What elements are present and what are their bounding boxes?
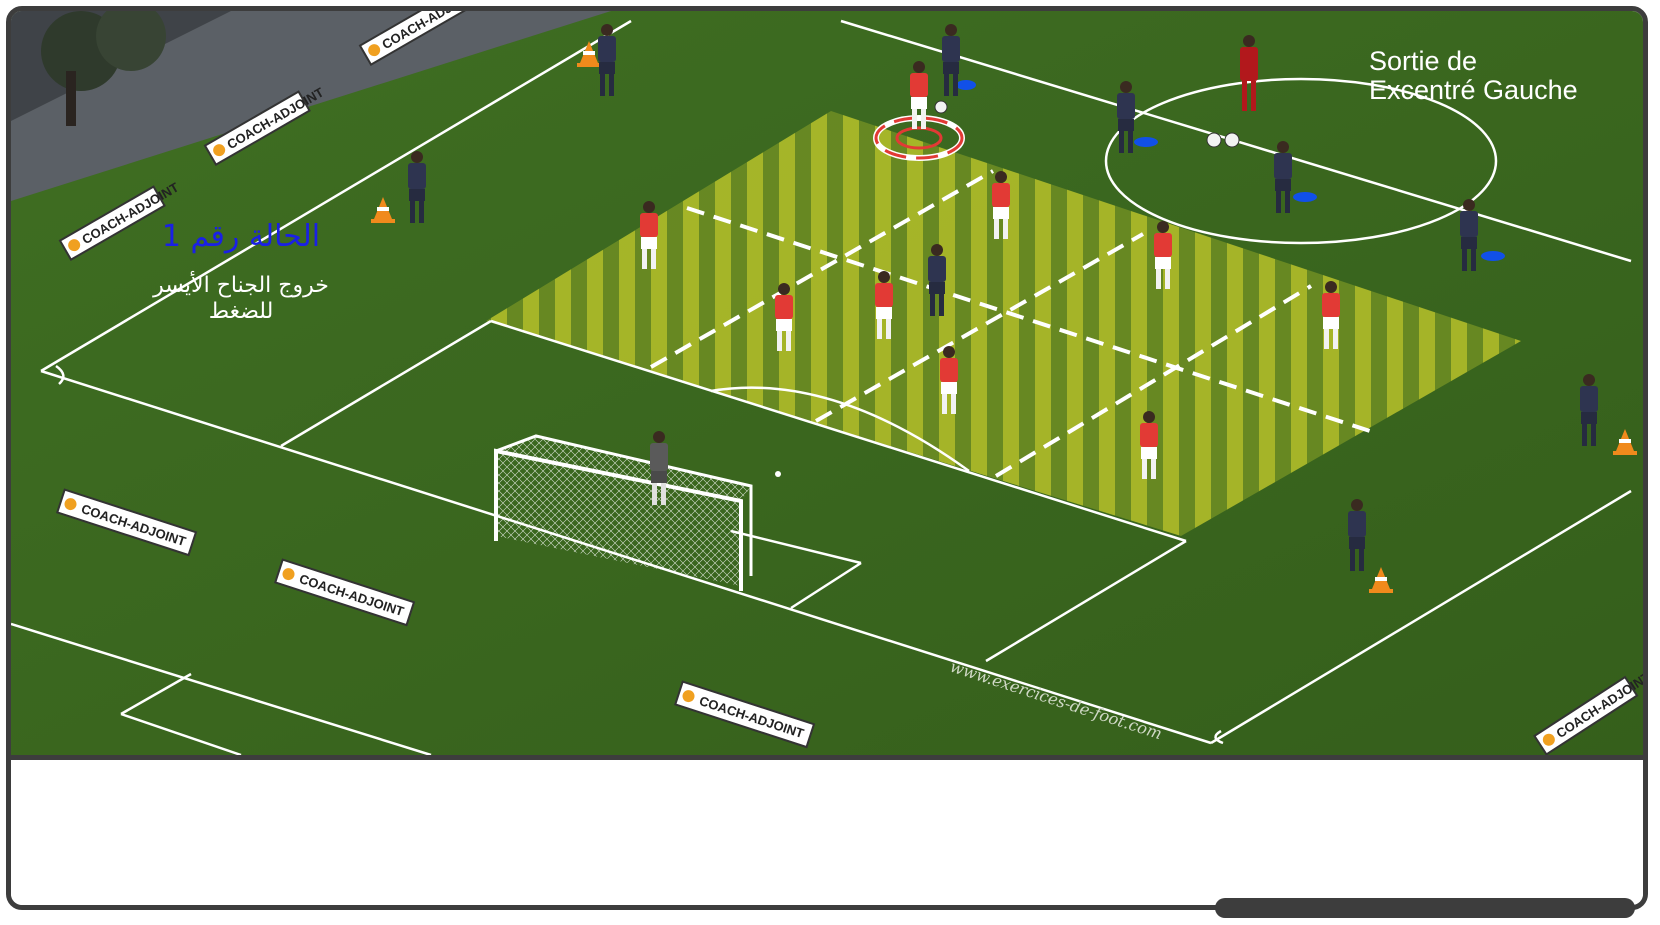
player-figure-icon <box>875 271 893 339</box>
player-figure-icon <box>1154 221 1172 289</box>
divider <box>11 755 1643 760</box>
cone-icon <box>1369 567 1393 593</box>
zone-dividers <box>650 169 1377 478</box>
marker-disc-icon <box>1134 137 1158 147</box>
home-players <box>640 61 1340 479</box>
ball-icon <box>1206 132 1222 148</box>
player-figure-icon <box>598 24 616 96</box>
player-figure-icon <box>775 283 793 351</box>
ball-icon <box>934 100 948 114</box>
situation-label-line2: Excentré Gauche <box>1369 75 1578 105</box>
player-figure-icon <box>992 171 1010 239</box>
case-subtitle-line2: للضغط <box>208 299 274 324</box>
player-figure-icon <box>1460 199 1478 271</box>
cone-icon <box>577 41 601 67</box>
player-figure-icon <box>408 151 426 223</box>
marker-disc-icon <box>1293 192 1317 202</box>
player-figure-icon <box>650 431 668 505</box>
away-players <box>408 24 1598 571</box>
player-figure-icon <box>928 244 946 316</box>
caption-area <box>11 760 1643 905</box>
case-subtitle-line1: خروج الجناح الأيسر <box>153 273 329 298</box>
pressing-zone <box>486 111 1521 536</box>
marker-disc-icon <box>956 80 976 90</box>
ball-icon <box>1224 132 1240 148</box>
balls <box>775 100 1240 477</box>
cone-icon <box>1613 429 1637 455</box>
football-pitch: COACH-ADJOINT COACH-ADJOINT COACH-ADJOIN… <box>11 11 1643 755</box>
diagram-frame: COACH-ADJOINT COACH-ADJOINT COACH-ADJOIN… <box>6 6 1648 910</box>
situation-label: Sortie de Excentré Gauche <box>1369 47 1629 105</box>
player-figure-icon <box>1348 499 1366 571</box>
horizontal-scrollbar[interactable] <box>1215 898 1635 918</box>
player-figure-icon <box>1580 374 1598 446</box>
situation-label-line1: Sortie de <box>1369 46 1478 76</box>
goal-net-icon <box>494 434 753 591</box>
player-figure-icon <box>640 201 658 269</box>
tree-icon <box>41 11 166 126</box>
player-figure-icon <box>1117 81 1135 153</box>
player-figure-icon <box>1274 141 1292 213</box>
player-figure-icon <box>1322 281 1340 349</box>
player-figure-icon <box>1240 35 1258 111</box>
player-figure-icon <box>910 61 928 129</box>
marker-disc-icon <box>1481 251 1505 261</box>
player-figure-icon <box>1140 411 1158 479</box>
marker-discs <box>956 80 1505 261</box>
case-subtitle: خروج الجناح الأيسر للضغط <box>111 273 371 325</box>
cones <box>371 41 1637 593</box>
ball-icon <box>775 471 781 477</box>
case-title: الحالة رقم 1 <box>161 219 321 254</box>
player-figure-icon <box>942 24 960 96</box>
player-figure-icon <box>940 346 958 414</box>
stands <box>11 11 611 201</box>
cone-icon <box>371 197 395 223</box>
target-ring-icon <box>873 115 965 161</box>
